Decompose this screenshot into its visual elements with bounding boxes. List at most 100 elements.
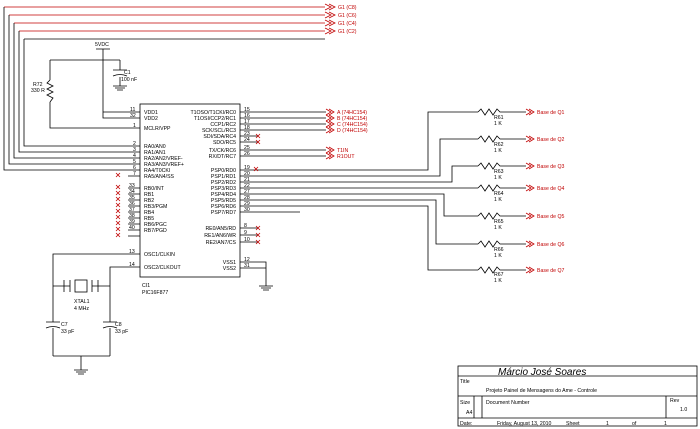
title-author: Márcio José Soares [498,367,586,378]
resistor-value: 1 K [494,175,502,181]
no-connect-marks [115,133,261,245]
ic-pin-num: 18 [244,125,250,131]
uart-label-r1out: R1OUT [337,154,355,160]
ic-pin-num: 4 [133,153,136,159]
c1-value: 100 nF [121,77,137,83]
rc-port-label-1: B (74HC154) [337,116,368,122]
resistor-port-label: Base de Q3 [537,164,565,170]
r72-ref: R72 [33,82,43,88]
ic-pin-name: PSP4/RD4 [211,192,236,198]
ic-pin-num: 32 [130,113,136,119]
date-value: Friday, August 13, 2010 [497,421,552,427]
vdd-symbol [96,48,110,60]
c1-ref: C1 [124,70,131,76]
ic-pin-name: RB6/PGC [144,222,167,228]
ic-pin-num: 34 [129,189,135,195]
size-value: A4 [466,410,472,416]
ic-pin-num: 24 [244,137,250,143]
date-label: Date: [460,421,472,427]
c7-symbol [45,321,61,356]
c7-ref: C7 [61,322,68,328]
resistor-port-label: Base de Q7 [537,268,565,274]
r72-wires [49,60,132,129]
resistor-port-label: Base de Q5 [537,214,565,220]
resistor-value: 1 K [494,148,502,154]
ic-pin-name: OSC2/CLKOUT [144,265,181,271]
ic-pin-name: VDD2 [144,116,158,122]
resistor-ref: R62 [494,142,504,148]
ic-pin-name: RA5/AN4/SS [144,174,175,180]
ic-pin-num: 27 [244,189,250,195]
rev-label: Rev [670,398,680,404]
ic-pin-name: OSC1/CLKIN [144,252,175,258]
resistor-port-label: Base de Q6 [537,242,565,248]
of-label: of [632,421,637,427]
ic-pin-name: VSS1 [223,260,236,266]
resistor-value: 1 K [494,225,502,231]
resistor-value: 1 K [494,278,502,284]
rc-port-label-0: A (74HC154) [337,110,367,116]
title-text: Projeto Painel de Mensagens do Ame - Con… [486,388,597,394]
c1-ground [113,85,127,91]
ic-pin-name: SDO/RC5 [213,140,236,146]
ic-pin-num: 37 [129,207,135,213]
r72-value: 330 R [31,88,45,94]
sheet-label: Sheet [566,421,580,427]
ic-pin-num: 6 [133,165,136,171]
ic-pin-num: 22 [244,183,250,189]
ic-pin-name: SDI/SDA/RC4 [203,134,236,140]
top-port-label-2: G1 (C4) [338,21,357,27]
ic-pin-name: PSP2/RD2 [211,180,236,186]
ic-ref: CI1 [142,283,150,289]
ic-pin-num: 11 [130,107,135,113]
rev-value: 1.0 [680,407,687,413]
ic-pin-name: T1OSI/CCP2/RC1 [194,116,236,122]
ic-pin-num: 12 [244,257,250,263]
ic-pin-name: RX/DT/RC7 [209,154,236,160]
title-block [457,365,698,427]
c8-ref: C8 [115,322,122,328]
ic-pin-name: RE0/AN5/RD [205,226,236,232]
vss-wires [262,261,267,286]
ic-pin-num: 30 [244,207,250,213]
psp-wires [262,111,478,271]
c1-plates [112,69,128,77]
resistor-ref: R63 [494,169,504,175]
ic-pin-num: 14 [129,262,135,268]
top-bus [3,6,325,171]
c8-value: 33 pF [115,329,128,335]
size-label: Size [460,400,470,406]
vdd-label: 5VDC [95,42,109,48]
ic-pin-num: 1 [133,123,136,129]
ic-pin-num: 39 [129,219,135,225]
resistor-ref: R65 [494,219,504,225]
ic-pin-name: RB5 [144,216,154,222]
resistor-port-arrows [525,108,535,274]
ic-pin-num: 23 [244,131,250,137]
ic-pin-num: 20 [244,171,250,177]
ic-pin-name: PSP0/RD0 [211,168,236,174]
ic-pin-name: RA0/AN0 [144,144,166,150]
rc-port-wires [262,111,326,131]
ic-pin-name: CCP1/RC2 [210,122,236,128]
resistor-ref: R66 [494,247,504,253]
ic-left-pin-leads [112,111,140,268]
osc-ground-wire [53,355,110,370]
uart-wires [262,149,326,157]
xtal1-value: 4 MHz [74,306,89,312]
uart-arrows [325,146,335,160]
ic-pin-num: 7 [133,171,136,177]
c7-value: 33 pF [61,329,74,335]
ic-pin-name: MCLR/VPP [144,126,171,132]
vdd-rail [50,59,132,119]
top-port-arrows [324,3,336,35]
ic-pin-name: RA3/AN3/VREF+ [144,162,184,168]
ic-pin-num: 36 [129,201,135,207]
ic-pin-name: PSP7/RD7 [211,210,236,216]
resistor-bodies [477,108,526,274]
ic-pin-name: RB0/INT [144,186,165,192]
ic-pin-num: 9 [244,230,247,236]
ic-pin-name: SCK/SCL/RC3 [202,128,236,134]
top-port-label-1: G1 (C6) [338,13,357,19]
resistor-port-label: Base de Q4 [537,186,565,192]
